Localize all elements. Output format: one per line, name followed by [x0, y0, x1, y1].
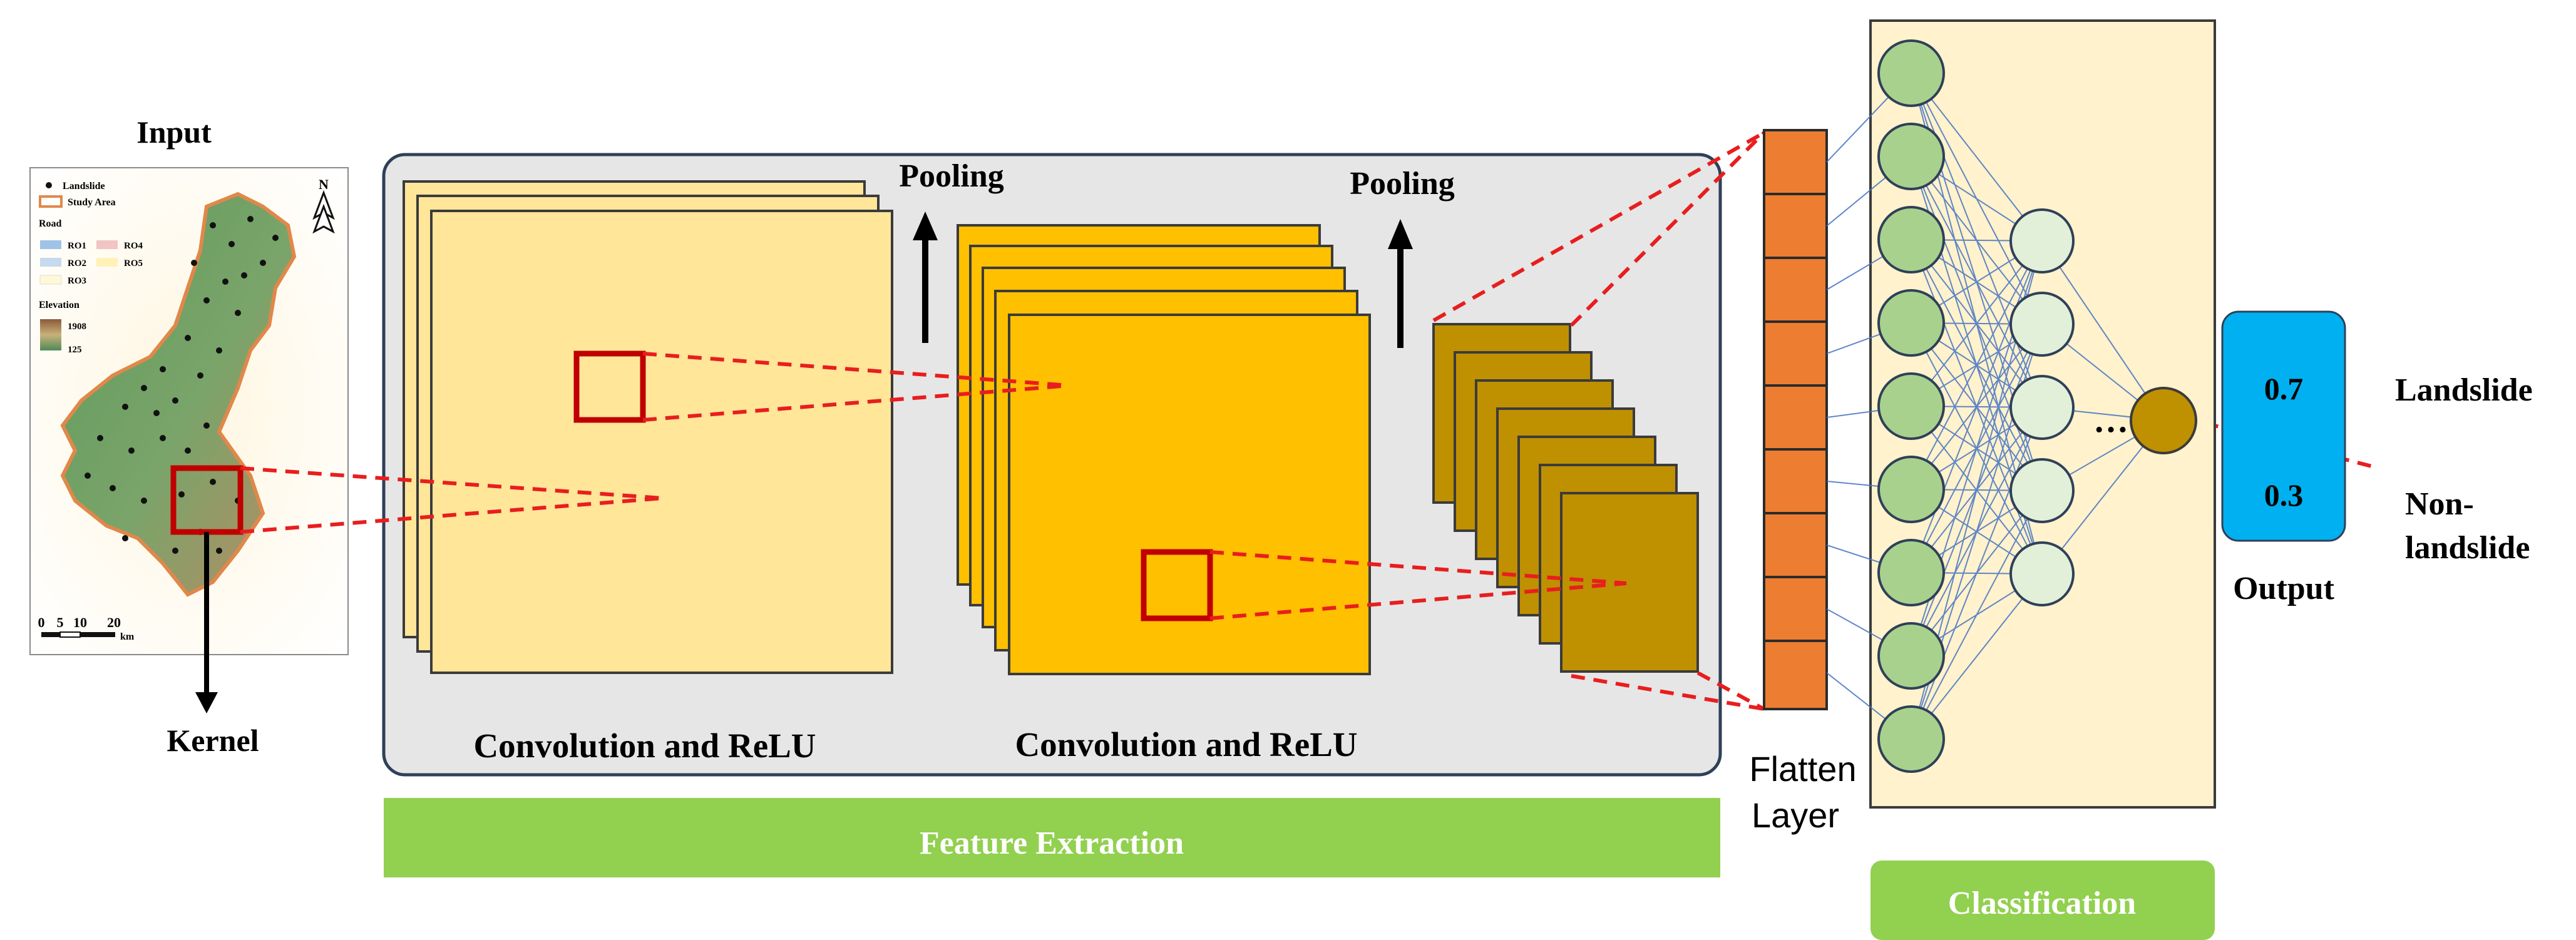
legend-study-area: Study Area [68, 197, 116, 208]
road-swatch-5 [96, 258, 118, 267]
connection-line [2041, 240, 2164, 421]
output-box [2221, 310, 2346, 542]
legend-elevation-heading: Elevation [39, 300, 80, 310]
legend-road-1: RO1 [68, 241, 86, 251]
legend-road-3: RO3 [68, 276, 86, 286]
class-landslide-label: Landslide [2395, 372, 2533, 408]
legend-road-5: RO5 [124, 258, 143, 268]
class-nonlandslide-line1: Non- [2405, 486, 2474, 522]
classification-label: Classification [1948, 886, 2137, 921]
connection-line [1911, 73, 2043, 242]
feature-extraction-banner [384, 798, 1720, 877]
hidden-node [2009, 208, 2075, 273]
road-swatch-3 [39, 275, 62, 285]
input-node [1877, 456, 1945, 523]
study-area-map [60, 192, 297, 597]
conv1-feature-maps [403, 180, 893, 674]
north-arrow-icon: N [312, 176, 335, 234]
connection-line [1911, 240, 2043, 407]
kernel-arrow-head [195, 692, 218, 713]
elevation-swatch [40, 319, 61, 350]
pooling-label-1: Pooling [899, 158, 1004, 194]
connection-line [1911, 573, 2043, 740]
input-node [1877, 39, 1945, 107]
output-node [2130, 387, 2197, 454]
input-layer-nodes [1877, 39, 1945, 773]
connection-line [1911, 490, 2043, 740]
output-value-nonlandslide: 0.3 [2264, 478, 2304, 513]
connection-line [1911, 407, 2043, 740]
input-node [1877, 622, 1945, 690]
pooling-arrow-2-head [1388, 219, 1413, 249]
classification-banner [1870, 861, 2215, 940]
flatten-layer [1763, 129, 1828, 710]
input-node [1877, 123, 1945, 190]
scale-bar: 0 5 10 20 km [38, 615, 135, 642]
hidden-node [2009, 375, 2075, 440]
pooling-arrow-1-head [913, 212, 938, 240]
pooling-label-2: Pooling [1350, 166, 1455, 202]
scale-tick-5: 5 [57, 615, 64, 630]
study-area-legend-icon [39, 195, 63, 208]
scale-tick-10: 10 [73, 615, 87, 630]
input-node [1877, 206, 1945, 273]
conv2-kernel-box [1141, 549, 1213, 621]
legend-road-4: RO4 [124, 241, 143, 251]
legend-road-2: RO2 [68, 258, 86, 268]
legend-road-heading: Road [39, 218, 62, 229]
output-label: Output [2233, 571, 2335, 606]
input-node [1877, 705, 1945, 773]
pooled-feature-maps [1432, 323, 1699, 673]
input-node [1877, 372, 1945, 440]
input-node [1877, 289, 1945, 357]
hidden-node [2009, 292, 2075, 357]
ellipsis: … [2093, 401, 2128, 440]
class-nonlandslide-line2: landslide [2405, 530, 2530, 566]
input-section: Input Landslide Study Area Road R [29, 115, 349, 758]
hidden-node [2009, 541, 2075, 606]
hidden-node [2009, 458, 2075, 523]
road-swatch-1 [40, 240, 61, 249]
kernel-label: Kernel [167, 723, 259, 758]
conv2-feature-maps [957, 224, 1371, 675]
flatten-label-line1: Flatten [1749, 749, 1856, 789]
output-value-landslide: 0.7 [2264, 371, 2304, 406]
legend-landslide: Landslide [63, 181, 105, 192]
landslide-points [85, 216, 279, 554]
connection-line [1911, 240, 2043, 573]
conv1-label: Convolution and ReLU [473, 727, 816, 765]
landslide-legend-icon [46, 182, 52, 188]
input-node [1877, 539, 1945, 606]
scale-unit: km [120, 631, 135, 642]
flatten-label-line2: Layer [1752, 795, 1839, 835]
conv1-kernel-box [573, 350, 646, 423]
legend-elevation-min: 125 [68, 345, 82, 355]
connection-line [1911, 240, 2043, 490]
input-title: Input [136, 115, 212, 150]
legend-elevation-max: 1908 [68, 322, 86, 332]
north-label: N [319, 176, 329, 192]
scale-tick-0: 0 [38, 615, 45, 630]
feature-extraction-label: Feature Extraction [920, 825, 1184, 861]
conv2-label: Convolution and ReLU [1015, 725, 1357, 764]
scale-tick-20: 20 [107, 615, 121, 630]
hidden-layer-nodes [2009, 208, 2075, 606]
road-swatch-4 [96, 240, 118, 249]
map-legend: Landslide Study Area Road RO1 RO2 RO3 RO… [39, 181, 143, 355]
road-swatch-2 [40, 258, 61, 267]
